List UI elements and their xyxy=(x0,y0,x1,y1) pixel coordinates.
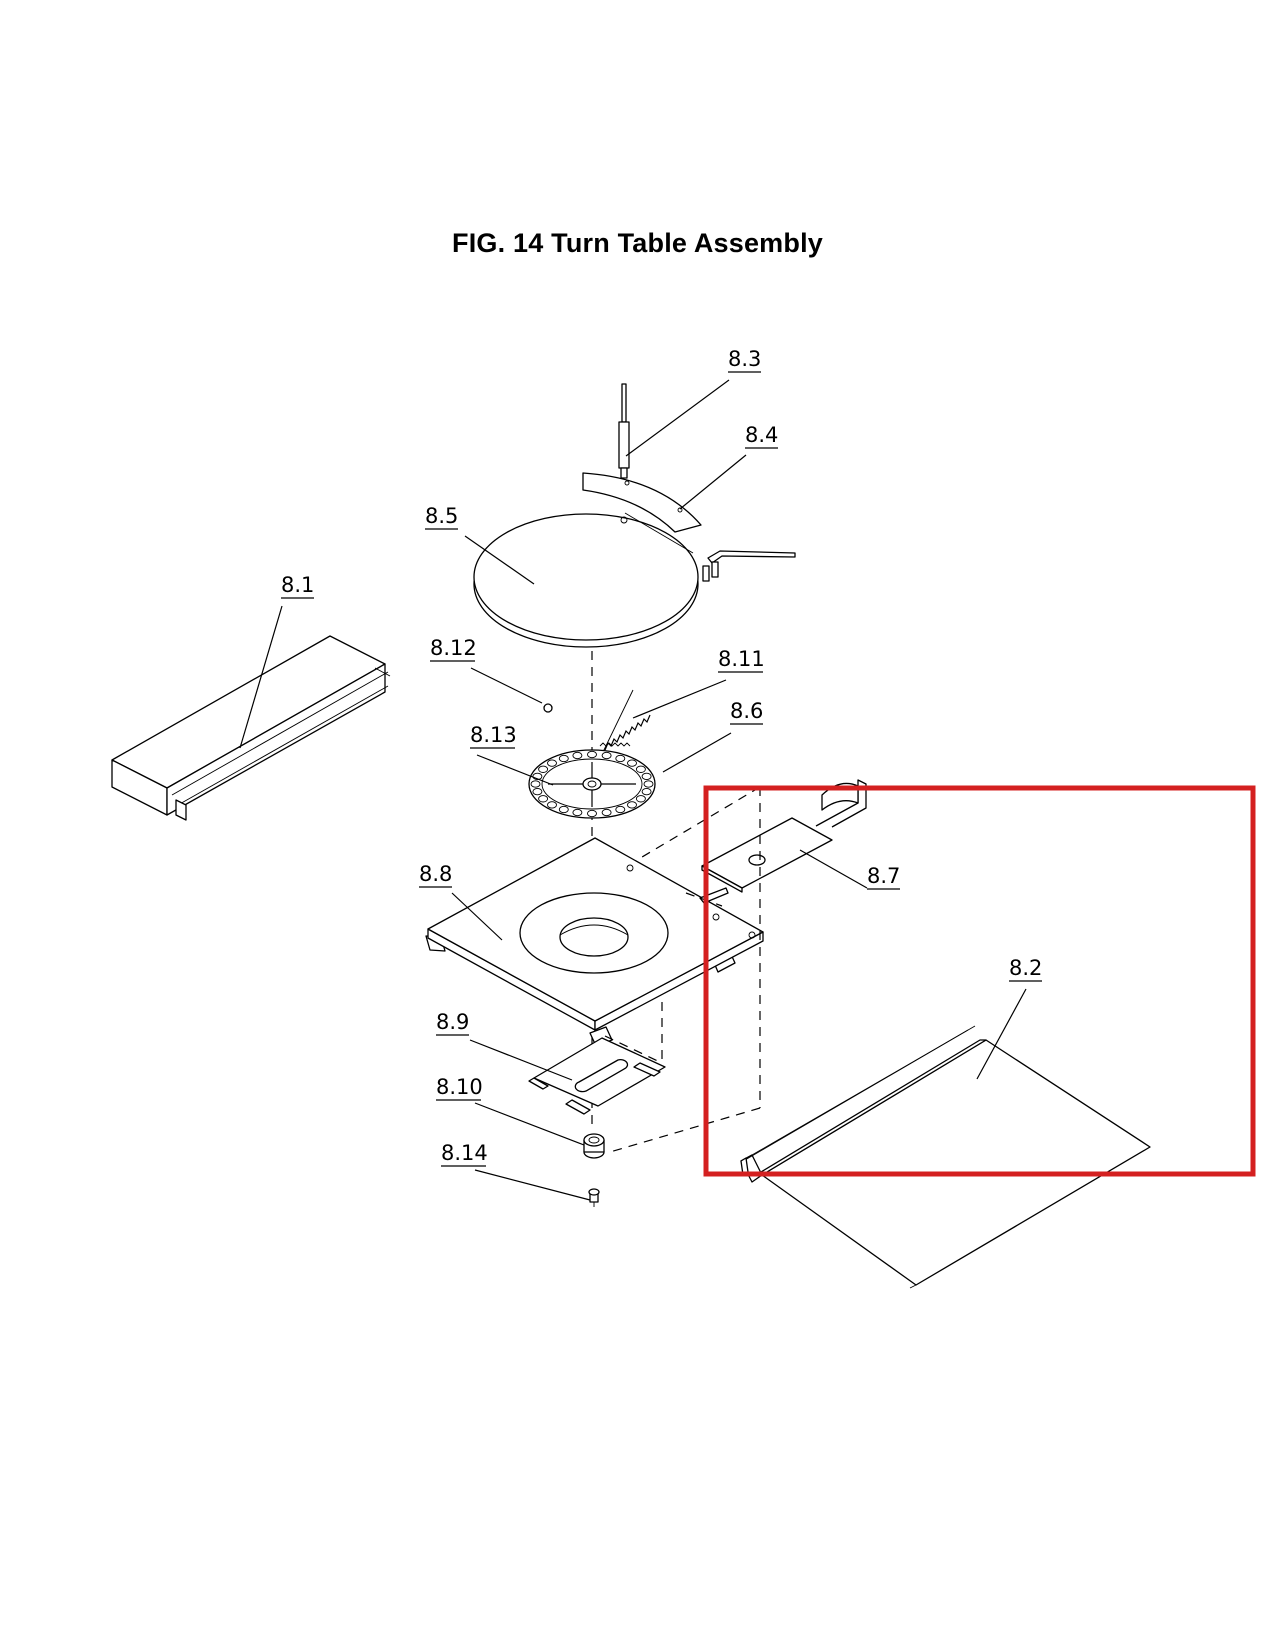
part-8-3-probe xyxy=(618,383,630,479)
part-8-11-spring xyxy=(599,689,651,753)
label-8-5: 8.5 xyxy=(425,504,458,528)
ring-hole xyxy=(547,759,557,767)
label-8-14: 8.14 xyxy=(441,1141,488,1165)
label-8-1: 8.1 xyxy=(281,573,314,597)
label-8-11: 8.11 xyxy=(718,647,765,671)
part-labels: 8.1 8.2 8.3 8.4 8.5 8.6 8.7 8.8 8.9 8.10… xyxy=(281,347,1042,1167)
label-8-10: 8.10 xyxy=(436,1075,483,1099)
leader-lines xyxy=(239,379,1027,1201)
ring-hole xyxy=(532,787,543,796)
figure-title: FIG. 14 Turn Table Assembly xyxy=(452,228,823,258)
label-8-3: 8.3 xyxy=(728,347,761,371)
part-8-2-sheet xyxy=(740,1025,1151,1289)
ring-hole xyxy=(615,805,626,814)
part-8-8-base-plate xyxy=(425,837,764,1047)
part-8-6-index-ring xyxy=(528,749,656,819)
ring-hole xyxy=(538,795,549,803)
ring-hole xyxy=(615,754,626,763)
part-8-1-rail xyxy=(111,635,391,821)
ring-hole xyxy=(587,750,597,759)
ring-hole xyxy=(558,805,569,814)
label-8-6: 8.6 xyxy=(730,699,763,723)
label-8-4: 8.4 xyxy=(745,423,778,447)
ring-hole xyxy=(572,808,583,817)
label-8-8: 8.8 xyxy=(419,862,452,886)
label-8-2: 8.2 xyxy=(1009,956,1042,980)
ring-hole xyxy=(635,795,646,803)
ring-hole xyxy=(547,801,557,809)
ring-hole xyxy=(532,772,543,781)
ring-hole xyxy=(601,751,612,760)
part-8-4-bracket xyxy=(582,472,702,533)
part-8-9-slotted-plate xyxy=(528,1002,666,1115)
part-8-5-plate xyxy=(473,512,796,648)
ring-hole xyxy=(635,765,646,773)
part-8-7-hinge-strap xyxy=(701,779,867,893)
highlight-box xyxy=(703,785,1256,1177)
ring-hole xyxy=(587,809,597,818)
ring-hole xyxy=(601,808,612,817)
label-8-9: 8.9 xyxy=(436,1010,469,1034)
ring-hole xyxy=(627,801,637,809)
part-8-10-bushing xyxy=(583,1133,605,1159)
ring-hole xyxy=(558,754,569,763)
label-8-13: 8.13 xyxy=(470,723,517,747)
label-8-12: 8.12 xyxy=(430,636,477,660)
ring-hole xyxy=(643,780,654,788)
part-8-12-ball xyxy=(543,703,553,713)
ring-hole xyxy=(530,780,541,788)
ring-hole xyxy=(641,787,652,796)
part-8-14-screw xyxy=(588,1188,600,1207)
label-8-7: 8.7 xyxy=(867,864,900,888)
ring-hole xyxy=(572,751,583,760)
ring-hole xyxy=(627,759,637,767)
ring-hole xyxy=(641,772,652,781)
ring-hole xyxy=(538,765,549,773)
